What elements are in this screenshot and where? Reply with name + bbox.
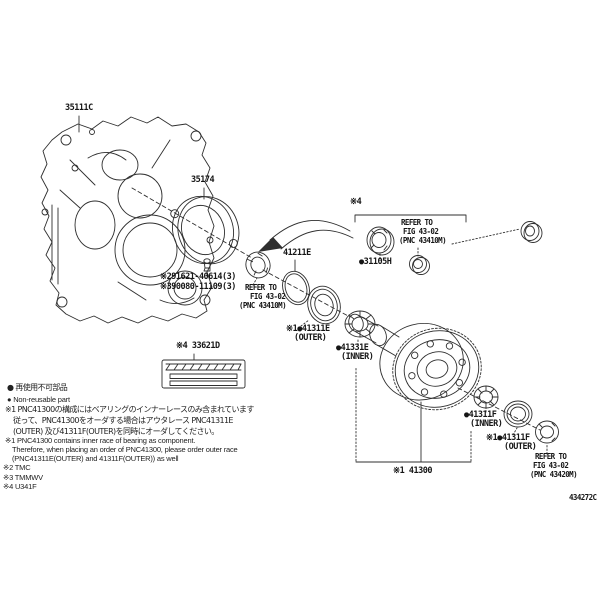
drawing-code: 434272C xyxy=(569,493,597,502)
bearing-f-inner-number[interactable]: ●41311F xyxy=(464,410,497,420)
bearing-f-outer-number[interactable]: ※1●41311F xyxy=(486,433,530,443)
bearing-e-inner-suffix: (INNER) xyxy=(341,352,374,362)
plate-box-drawing xyxy=(161,353,246,389)
refer-box-line3[interactable]: (PNC 43410M) xyxy=(399,236,447,245)
bearing-e-outer-race-drawing xyxy=(307,285,341,325)
bearing-31105-drawing xyxy=(366,226,395,261)
bearing-f-inner-drawing xyxy=(473,385,499,409)
refer-seal-lh-line3[interactable]: (PNC 43420M) xyxy=(530,470,578,479)
differential-assembly-drawing xyxy=(348,313,482,411)
note1-en-line2: Therefore, when placing an order of PNC4… xyxy=(12,445,238,454)
footnote-mark2: ※2 TMC xyxy=(3,463,31,472)
bearing-e-outer-number[interactable]: ※1●41311E xyxy=(286,324,330,334)
small-ring-drawing xyxy=(451,221,543,245)
refer-box-line2[interactable]: FIG 43-02 xyxy=(403,227,439,236)
case-part-number[interactable]: 35111C xyxy=(65,103,93,113)
speed-sensor-rotor-drawing xyxy=(409,247,430,275)
footnote-mark3: ※3 TMMWV xyxy=(3,473,43,482)
bearing-e-outer-suffix: (OUTER) xyxy=(294,333,327,343)
group-box-mark4 xyxy=(354,214,543,275)
retainer-drawing xyxy=(170,195,240,265)
refer-box-line1[interactable]: REFER TO xyxy=(401,218,433,227)
bolt-part-number-tmmwv[interactable]: ※390080-11109(3) xyxy=(160,282,236,292)
differential-bracket xyxy=(355,366,472,463)
retainer-part-number[interactable]: 35174 xyxy=(191,175,215,185)
snap-ring-drawing xyxy=(282,270,310,306)
plate-part-number[interactable]: ※4 33621D xyxy=(176,341,220,351)
bearing-f-inner-suffix: (INNER) xyxy=(470,419,503,429)
note1-jp-line2: 従って、PNC41300をオーダする場合はアウタレース PNC41311E xyxy=(13,416,233,425)
note1-jp-line3: (OUTER) 及び41311F(OUTER)を同時にオーダしてください。 xyxy=(13,427,219,436)
refer-seal-rh-line3[interactable]: (PNC 43410M) xyxy=(239,301,287,310)
snap-ring-part-number[interactable]: 41211E xyxy=(283,248,311,258)
group-mark4-label: ※4 xyxy=(350,197,362,207)
refer-seal-lh-line1[interactable]: REFER TO xyxy=(535,452,567,461)
assembly-arrow xyxy=(258,220,354,252)
differential-part-number[interactable]: ※1 41300 xyxy=(393,466,432,476)
refer-seal-rh-line1[interactable]: REFER TO xyxy=(245,283,277,292)
transaxle-case-drawing xyxy=(40,116,215,324)
note1-jp-line1: ※1 PNC41300の構成にはベアリングのインナーレースのみ含まれています xyxy=(5,405,254,414)
bearing-e-inner-number[interactable]: ●41331E xyxy=(336,343,369,353)
oil-seal-rh-drawing xyxy=(245,251,271,279)
oil-seal-lh-drawing xyxy=(535,420,559,444)
legend-non-reusable-jp: ● 再使用不可部品 xyxy=(7,383,68,392)
bearing-e-inner-drawing xyxy=(344,310,376,338)
bearing-f-outer-suffix: (OUTER) xyxy=(504,442,537,452)
bolt-part-number-tmc[interactable]: ※291621-40614(3) xyxy=(160,272,236,282)
refer-seal-lh-line2[interactable]: FIG 43-02 xyxy=(533,461,569,470)
dotted-leader-lines xyxy=(252,277,548,455)
note1-en-line3: (PNC41311E(OUTER) and 41311F(OUTER)) as … xyxy=(12,454,179,463)
refer-seal-rh-line2[interactable]: FIG 43-02 xyxy=(250,292,286,301)
label-leader-lines xyxy=(78,115,296,272)
note1-en-line1: ※1 PNC41300 contains inner race of beari… xyxy=(5,436,196,445)
bearing-31105-number[interactable]: ●31105H xyxy=(359,257,392,267)
footnote-mark4: ※4 U341F xyxy=(3,482,37,491)
legend-non-reusable-en: ● Non-reusable part xyxy=(7,395,70,404)
bearing-f-outer-race-drawing xyxy=(503,400,533,428)
